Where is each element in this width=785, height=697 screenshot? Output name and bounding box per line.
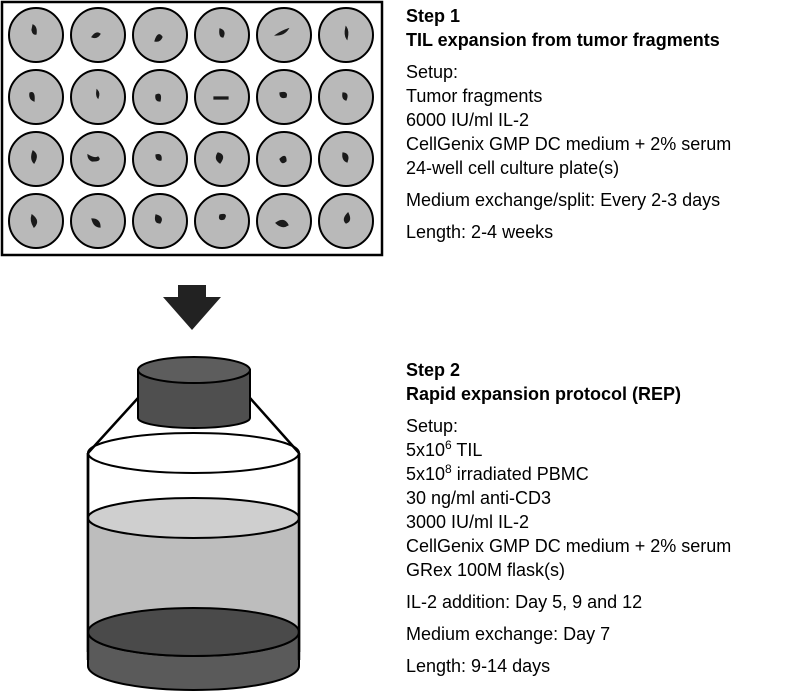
well — [8, 7, 64, 63]
tumor-fragment — [344, 25, 349, 41]
step2-medium: CellGenix GMP DC medium + 2% serum — [406, 536, 732, 556]
tumor-fragment — [279, 155, 287, 164]
tumor-fragment — [29, 92, 35, 102]
flask-cap — [137, 369, 251, 429]
step2-pbmc-count: 5x108 irradiated PBMC — [406, 462, 731, 486]
tumor-fragment — [155, 93, 162, 102]
step2-length: Length: 9-14 days — [406, 656, 551, 676]
step2-il2-addition: IL-2 addition: Day 5, 9 and 12 — [406, 592, 643, 612]
step1-medium-exchange: Medium exchange/split: Every 2-3 days — [406, 190, 721, 210]
flask-side-lines — [86, 453, 301, 660]
tumor-fragment — [87, 153, 100, 162]
step2-medium-exchange: Medium exchange: Day 7 — [406, 624, 611, 644]
step2-anti-cd3: 30 ng/ml anti-CD3 — [406, 488, 552, 508]
well — [256, 7, 312, 63]
tumor-fragment — [219, 28, 225, 38]
step2-til-count: 5x106 TIL — [406, 438, 731, 462]
tumor-fragment — [91, 32, 101, 39]
til-rest: TIL — [451, 440, 483, 460]
down-arrow-icon — [163, 285, 221, 330]
flask-base-top — [87, 607, 300, 657]
plate-outline — [0, 0, 384, 257]
tumor-fragment — [31, 150, 37, 164]
step1-length: Length: 2-4 weeks — [406, 222, 554, 242]
step2-flask: GRex 100M flask(s) — [406, 560, 566, 580]
tumor-fragment — [342, 92, 348, 101]
tumor-fragment — [154, 214, 162, 224]
flask-shoulder — [87, 397, 300, 454]
step2-subtitle: Rapid expansion protocol (REP) — [406, 384, 682, 404]
tumor-fragment — [30, 214, 38, 228]
tumor-fragment — [213, 96, 229, 100]
flask-top-rim — [87, 432, 300, 474]
step1-setup-item: CellGenix GMP DC medium + 2% serum — [406, 134, 732, 154]
pbmc-base: 5x10 — [406, 464, 446, 484]
step1-setup-item: 6000 IU/ml IL-2 — [406, 110, 530, 130]
pbmc-rest: irradiated PBMC — [451, 464, 589, 484]
wells-grid — [8, 7, 374, 249]
step2-description: Step 2 Rapid expansion protocol (REP) Se… — [406, 358, 731, 678]
medium-surface — [87, 497, 300, 539]
well-plate — [0, 0, 384, 257]
flask-cap-top — [137, 356, 251, 384]
tumor-fragment — [274, 27, 290, 36]
tumor-fragment — [31, 24, 37, 35]
tumor-fragment — [215, 152, 224, 164]
step1-setup-item: Tumor fragments — [406, 86, 543, 106]
tumor-fragment — [218, 213, 226, 221]
tumor-fragment — [91, 218, 101, 228]
tumor-fragment — [275, 219, 289, 228]
step2-title: Step 2 — [406, 360, 461, 380]
tumor-fragment — [279, 91, 287, 99]
step1-title: Step 1 — [406, 6, 461, 26]
well — [8, 69, 64, 125]
tumor-fragment — [154, 34, 163, 42]
step1-subtitle: TIL expansion from tumor fragments — [406, 30, 720, 50]
well — [194, 193, 250, 249]
til-base: 5x10 — [406, 440, 446, 460]
grex-flask — [86, 356, 301, 691]
tumor-fragment — [155, 153, 162, 161]
step2-il2: 3000 IU/ml IL-2 — [406, 512, 530, 532]
step1-setup-item: 24-well cell culture plate(s) — [406, 158, 620, 178]
step2-setup-label: Setup: — [406, 416, 459, 436]
til-exponent: 6 — [445, 438, 452, 452]
step1-description: Step 1 TIL expansion from tumor fragment… — [406, 4, 731, 244]
tumor-fragment — [343, 211, 351, 224]
pbmc-exponent: 8 — [445, 462, 452, 476]
tumor-fragment — [96, 88, 100, 100]
step1-setup-label: Setup: — [406, 62, 459, 82]
tumor-fragment — [342, 152, 349, 163]
